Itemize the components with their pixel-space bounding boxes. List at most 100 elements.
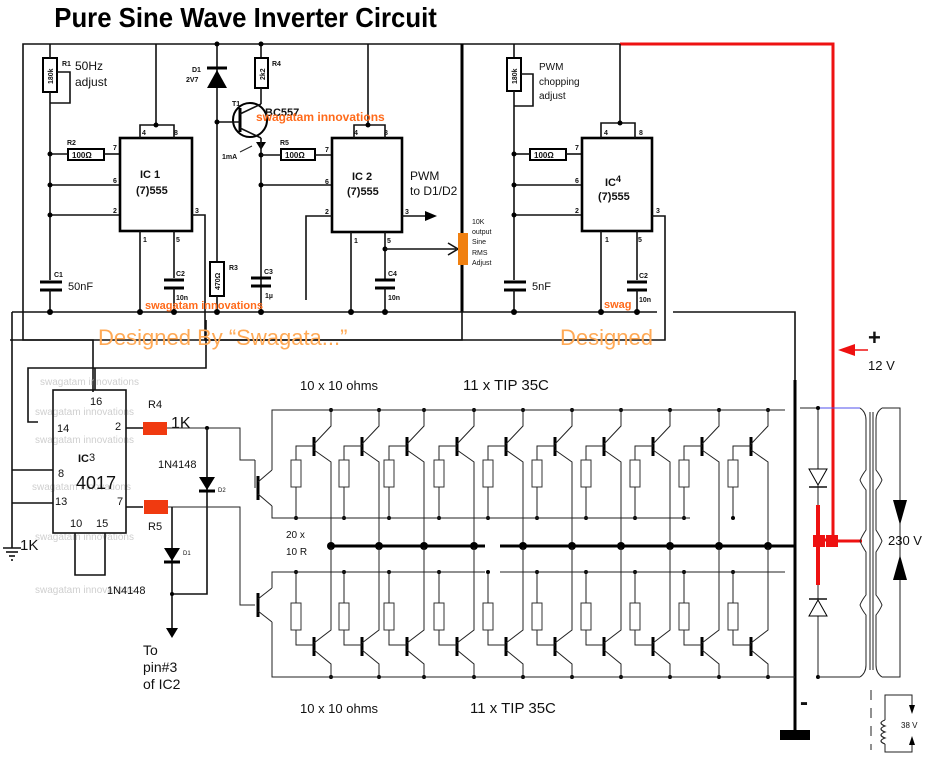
svg-text:180k: 180k [512,68,519,84]
emitter-resistor [383,459,395,488]
svg-text:swagatam innovations: swagatam innovations [35,585,134,596]
svg-text:470Ω: 470Ω [215,272,222,290]
power-transistor [433,408,478,550]
svg-text:Sine: Sine [472,239,486,246]
svg-text:7: 7 [575,145,579,152]
power-transistor [629,546,672,679]
power-transistor [482,408,527,550]
svg-text:(7)555: (7)555 [347,186,379,198]
svg-text:IC4: IC4 [605,174,621,189]
power-transistor [727,408,772,550]
svg-text:4: 4 [142,130,146,137]
svg-text:20 x: 20 x [286,530,305,541]
svg-text:T1: T1 [232,101,240,108]
svg-text:2k2: 2k2 [260,68,267,80]
top-transistors-label: 11 x TIP 35C [463,377,549,394]
emitter-resistor [482,602,494,631]
svg-text:6: 6 [575,178,579,185]
svg-text:C2: C2 [176,271,185,278]
svg-text:8: 8 [384,130,388,137]
svg-text:R4: R4 [148,399,162,411]
bottom-resistors-label: 10 x 10 ohms [300,701,379,716]
svg-text:15: 15 [96,518,108,530]
svg-text:100Ω: 100Ω [534,151,554,160]
svg-text:5: 5 [638,237,642,244]
svg-text:C2: C2 [639,273,648,280]
svg-text:100Ω: 100Ω [285,151,305,160]
watermark-swag: swag [604,299,632,311]
ic3-chip [52,389,127,534]
svg-text:IC 1: IC 1 [140,169,160,181]
c1-value: 50nF [68,281,93,293]
svg-text:adjust: adjust [539,91,566,102]
power-transistor [678,408,723,550]
emitter-resistor [290,459,302,488]
power-transistor [580,546,623,679]
svg-text:Adjust: Adjust [472,260,492,267]
svg-text:C1: C1 [54,272,63,279]
svg-text:swagatam innovations: swagatam innovations [32,482,131,493]
svg-text:1: 1 [605,237,609,244]
power-transistor [433,546,476,679]
svg-text:3: 3 [195,208,199,215]
svg-text:output: output [472,229,492,236]
svg-text:5: 5 [387,238,391,245]
ramp-section: D1 2V7 2k2 R4 T1 BC557 1mA 100Ω R5 470Ω [186,41,332,312]
emitter-resistor [629,459,641,488]
power-transistor [531,546,574,679]
svg-text:8: 8 [639,130,643,137]
minus-label: - [800,689,808,716]
top-resistors-label: 10 x 10 ohms [300,378,379,393]
svg-text:swagatam innovations: swagatam innovations [35,435,134,446]
svg-text:D1: D1 [183,551,191,557]
svg-text:(7)555: (7)555 [136,185,168,197]
transistor-bank-bottom [290,546,785,679]
svg-text:1µ: 1µ [265,293,273,300]
svg-text:2: 2 [115,421,121,433]
svg-text:2: 2 [325,209,329,216]
driver-transistor-bottom [256,571,795,678]
svg-text:1K: 1K [171,415,191,432]
transistor-bank-top [290,408,772,550]
r4-resistor [143,422,167,435]
ic3-type: 4017 [76,473,116,493]
svg-text:R4: R4 [272,61,281,68]
svg-text:C4: C4 [388,271,397,278]
svg-text:IC 2: IC 2 [352,171,372,183]
bottom-transistors-label: 11 x TIP 35C [470,700,556,717]
power-transistor [629,408,674,550]
svg-text:10n: 10n [639,297,651,304]
pwm-chopping-label: PWM [539,62,563,73]
power-transistor [383,546,426,679]
svg-text:of IC2: of IC2 [143,676,181,692]
svg-text:8: 8 [58,468,64,480]
power-transistor [727,546,770,679]
svg-text:R1: R1 [62,61,71,68]
power-transistor [290,408,335,550]
svg-text:7: 7 [113,145,117,152]
power-transistor [383,408,428,550]
svg-text:16: 16 [90,396,102,408]
svg-text:swagatam innovations: swagatam innovations [40,377,139,388]
svg-text:7: 7 [117,496,123,508]
svg-text:1N4148: 1N4148 [158,459,197,471]
svg-text:2V7: 2V7 [186,77,199,84]
sine-rms-pot: 10K output Sine RMS Adjust [458,219,492,267]
power-transistor [531,408,576,550]
power-transistor [338,408,383,550]
svg-text:D2: D2 [218,488,226,494]
svg-text:8: 8 [174,130,178,137]
pot-10k [458,233,468,265]
feedback-voltage: 38 V [901,721,918,730]
svg-text:10 R: 10 R [286,547,307,558]
svg-text:6: 6 [113,178,117,185]
svg-text:pin#3: pin#3 [143,659,177,675]
supply-voltage: 12 V [868,358,895,373]
svg-text:R2: R2 [67,140,76,147]
svg-text:10: 10 [70,518,82,530]
ic2-section: IC 2 (7)555 4 8 7 6 2 3 1 5 PWM to D1/D2… [305,44,460,312]
emitter-resistor [531,459,543,488]
svg-text:100Ω: 100Ω [72,151,92,160]
ic2-chip [330,136,404,234]
svg-text:to D1/D2: to D1/D2 [410,184,458,198]
